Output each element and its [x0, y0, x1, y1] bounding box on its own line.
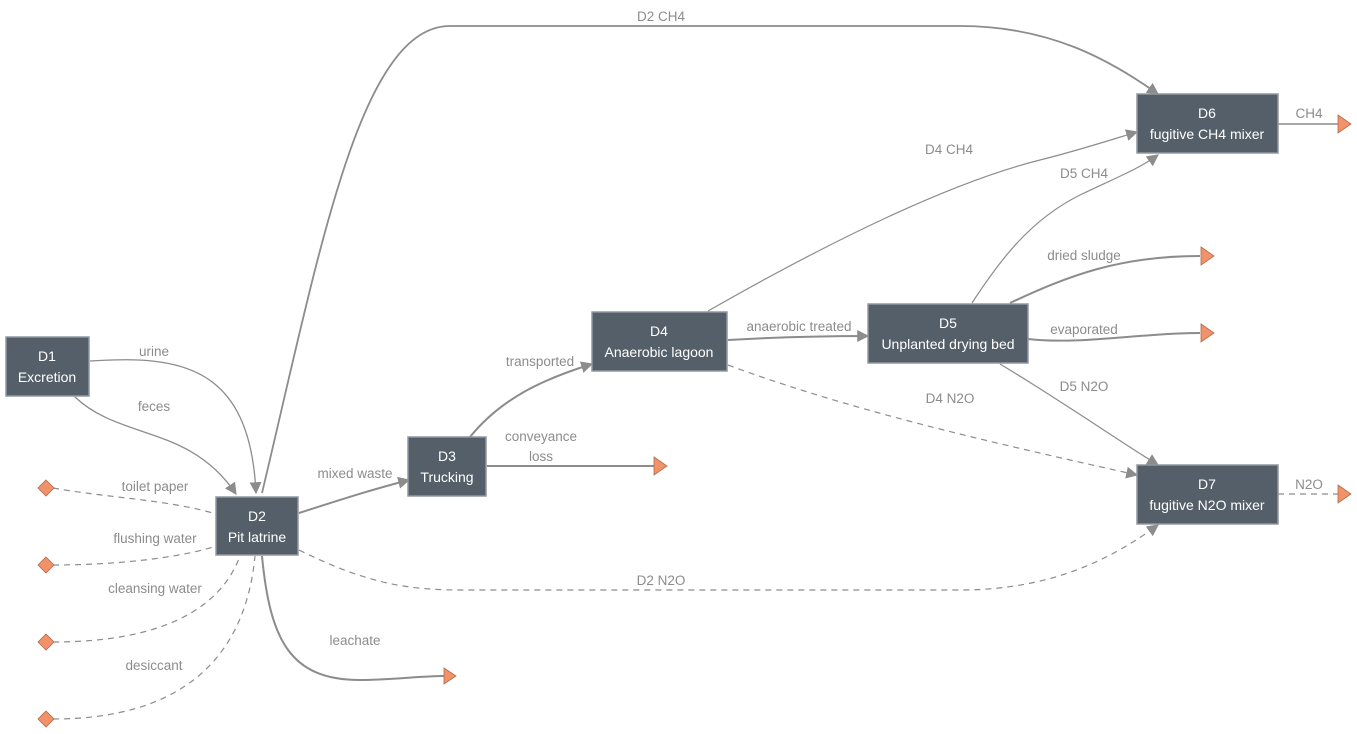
edge-leachate	[261, 555, 445, 682]
edge-cleansing-water	[52, 555, 241, 643]
edge-anaerobic-treated	[727, 330, 870, 343]
edge-d2-ch4	[261, 25, 1159, 494]
label-toilet-paper: toilet paper	[122, 479, 189, 494]
label-d4-n2o: D4 N2O	[926, 391, 975, 406]
sink-triangle-icon	[1337, 114, 1352, 134]
sinks	[443, 114, 1352, 685]
node-d2[interactable]: D2 Pit latrine	[215, 496, 299, 556]
node-d6-label: fugitive CH4 mixer	[1150, 126, 1265, 142]
sink-triangle-icon	[443, 667, 457, 685]
node-d7-id: D7	[1198, 476, 1216, 492]
node-d2-id: D2	[248, 508, 266, 524]
edge-dried-sludge	[1009, 255, 1201, 304]
label-d5-n2o: D5 N2O	[1060, 379, 1109, 394]
edge-transported	[469, 361, 594, 438]
node-d5-id: D5	[939, 315, 957, 331]
node-d7-label: fugitive N2O mixer	[1149, 497, 1264, 513]
label-dried-sludge: dried sludge	[1047, 248, 1121, 263]
edge-evaporated	[1027, 332, 1201, 342]
label-cleansing-water: cleansing water	[108, 581, 202, 596]
source-diamond-icon	[37, 479, 55, 497]
edge-desiccant	[52, 555, 256, 720]
node-d3-label: Trucking	[420, 469, 473, 485]
edge-feces	[74, 396, 237, 495]
edge-labels: urine feces toilet paper flushing water …	[108, 9, 1323, 673]
node-d4-id: D4	[650, 323, 668, 339]
source-diamond-icon	[37, 556, 55, 574]
edge-d4-ch4	[707, 129, 1139, 312]
label-ch4: CH4	[1295, 106, 1322, 121]
node-d4-label: Anaerobic lagoon	[605, 344, 714, 360]
label-leachate: leachate	[329, 633, 380, 648]
label-loss: loss	[529, 449, 553, 464]
node-d5-label: Unplanted drying bed	[881, 336, 1014, 352]
node-d3-id: D3	[438, 448, 456, 464]
label-urine: urine	[139, 344, 169, 359]
node-d1-id: D1	[38, 348, 56, 364]
node-d3[interactable]: D3 Trucking	[407, 436, 487, 497]
edge-d5-n2o	[999, 363, 1160, 466]
edge-d5-ch4	[971, 154, 1159, 304]
node-d6[interactable]: D6 fugitive CH4 mixer	[1136, 93, 1279, 154]
node-d1[interactable]: D1 Excretion	[5, 336, 90, 397]
label-feces: feces	[138, 399, 171, 414]
edge-urine	[89, 359, 262, 495]
sink-triangle-icon	[1337, 484, 1352, 504]
label-d5-ch4: D5 CH4	[1060, 166, 1109, 181]
label-anaerobic-treated: anaerobic treated	[746, 319, 851, 334]
sink-triangle-icon	[653, 456, 668, 476]
sink-triangle-icon	[1200, 323, 1215, 343]
node-d4[interactable]: D4 Anaerobic lagoon	[591, 311, 728, 372]
edges	[52, 25, 1340, 720]
node-d5[interactable]: D5 Unplanted drying bed	[867, 303, 1029, 364]
nodes: D1 Excretion D2 Pit latrine D3 Trucking …	[5, 93, 1279, 556]
sink-triangle-icon	[1200, 246, 1215, 266]
label-d2-n2o: D2 N2O	[637, 573, 686, 588]
source-diamond-icon	[37, 710, 55, 728]
sources	[37, 479, 55, 728]
label-n2o: N2O	[1295, 477, 1323, 492]
label-evaporated: evaporated	[1050, 322, 1118, 337]
label-d2-ch4: D2 CH4	[637, 9, 686, 24]
label-desiccant: desiccant	[125, 658, 182, 673]
label-conveyance: conveyance	[505, 429, 577, 444]
node-d6-id: D6	[1198, 105, 1216, 121]
source-diamond-icon	[37, 633, 55, 651]
label-transported: transported	[506, 354, 574, 369]
edge-flushing-water	[52, 545, 217, 566]
edge-mixed-waste	[298, 476, 411, 514]
node-d2-label: Pit latrine	[228, 529, 287, 545]
node-d1-label: Excretion	[18, 369, 76, 385]
label-d4-ch4: D4 CH4	[925, 142, 974, 157]
edge-d2-n2o	[298, 524, 1159, 591]
edge-d4-n2o	[727, 364, 1139, 479]
label-mixed-waste: mixed waste	[317, 466, 392, 481]
node-d7[interactable]: D7 fugitive N2O mixer	[1136, 464, 1279, 525]
label-flushing-water: flushing water	[113, 531, 197, 546]
edge-toilet-paper	[52, 487, 217, 515]
